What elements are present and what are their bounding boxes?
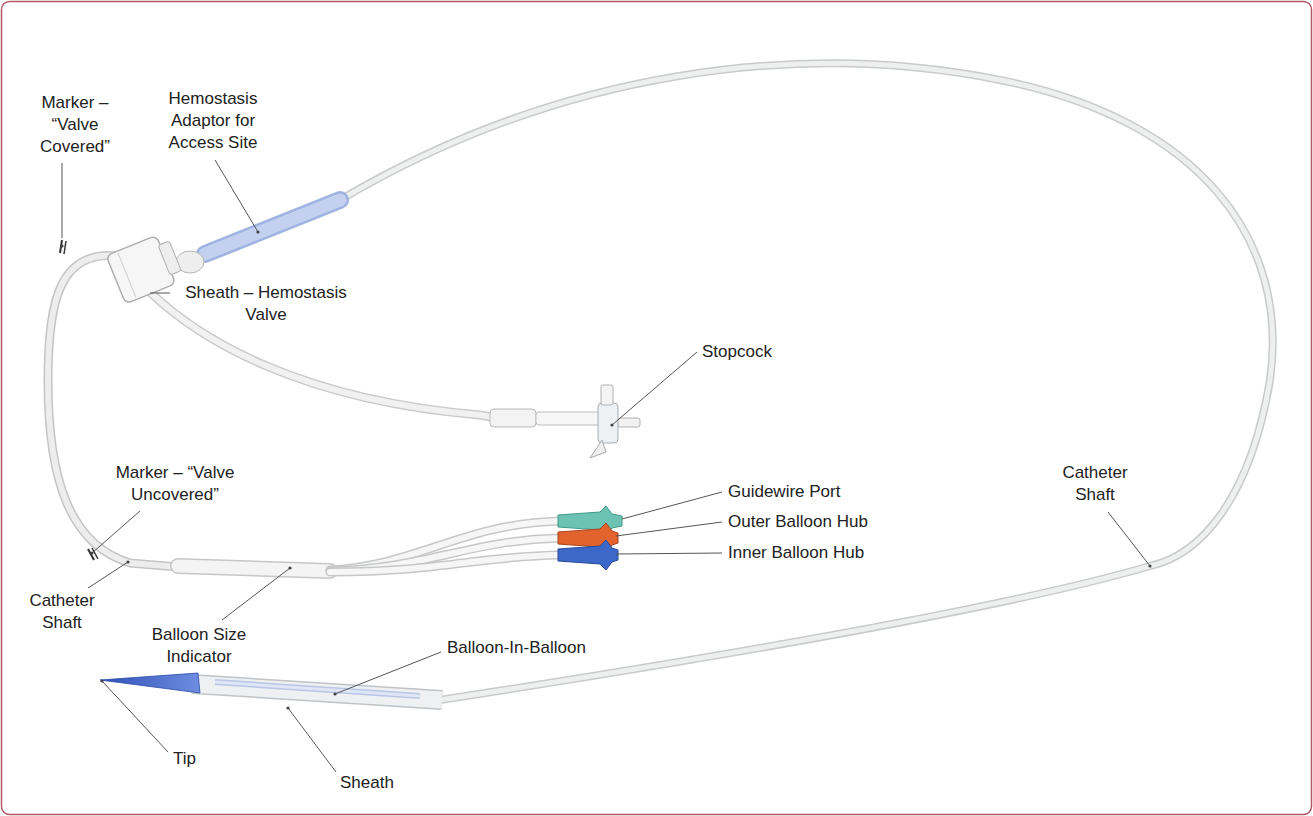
manifold-body [178, 566, 330, 571]
hemostasis-adaptor [205, 200, 340, 254]
part-label: Sheath [340, 772, 440, 794]
hub-legs [330, 521, 560, 572]
part-label: Catheter Shaft [22, 590, 102, 634]
inner-balloon-hub [558, 540, 618, 570]
part-label: Marker – “Valve Uncovered” [100, 462, 250, 506]
manifold-body [178, 566, 330, 571]
part-label: Stopcock [702, 341, 812, 363]
part-label: Catheter Shaft [1055, 462, 1135, 506]
hemostasis-valve [106, 232, 185, 304]
catheter-tip [100, 673, 200, 693]
catheter-shaft [340, 63, 1273, 700]
sheath-tube [48, 256, 178, 567]
leader-dots [60, 230, 1151, 709]
sheath-tube [48, 256, 178, 567]
balloon-in-balloon [215, 682, 420, 696]
part-label: Inner Balloon Hub [728, 542, 928, 564]
part-label: Outer Balloon Hub [728, 511, 928, 533]
marker-band [64, 241, 66, 254]
side-tube [150, 292, 497, 418]
catheter-shaft [340, 63, 1273, 700]
hemostasis-adaptor [205, 200, 340, 254]
part-label: Guidewire Port [728, 481, 928, 503]
part-label: Balloon-In-Balloon [447, 637, 647, 659]
balloon-in-balloon [215, 682, 420, 696]
part-label: Hemostasis Adaptor for Access Site [158, 88, 268, 154]
part-label: Sheath – Hemostasis Valve [176, 282, 356, 326]
side-tube [150, 292, 497, 418]
leader-lines [62, 160, 1150, 772]
part-label: Marker – “Valve Covered” [38, 92, 112, 158]
stopcock [490, 385, 640, 458]
part-label: Balloon Size Indicator [144, 624, 254, 668]
part-label: Tip [173, 748, 233, 770]
